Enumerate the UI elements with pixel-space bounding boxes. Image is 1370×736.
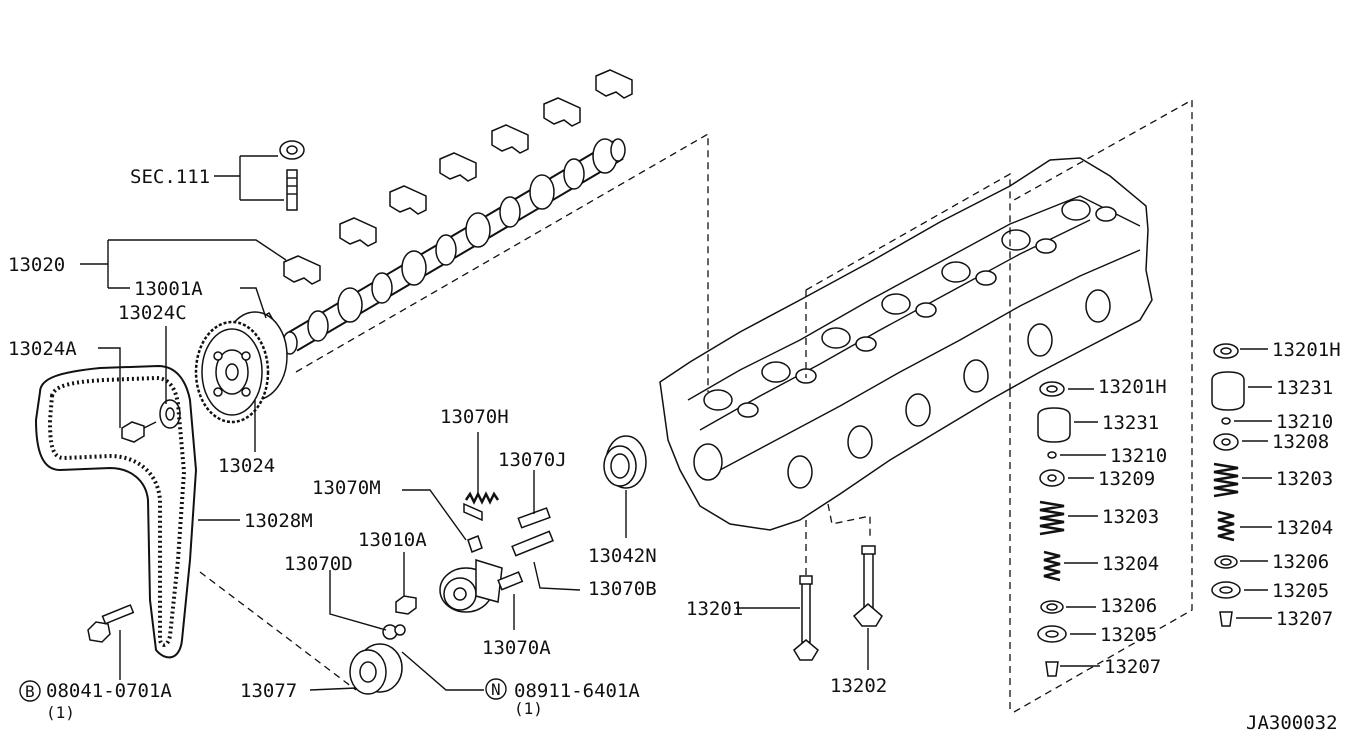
label-mid-13201H: 13201H <box>1098 376 1167 398</box>
label-13020: 13020 <box>8 254 65 276</box>
valve-train-column-middle <box>1037 381 1071 677</box>
leader-lines <box>80 155 1272 691</box>
label-mid-13210: 13210 <box>1110 445 1167 467</box>
bolt-circle-marker <box>19 680 41 702</box>
label-13077: 13077 <box>240 680 297 702</box>
valve-train-column-right <box>1211 343 1245 627</box>
label-right-13203: 13203 <box>1276 468 1333 490</box>
label-mid-13205: 13205 <box>1100 624 1157 646</box>
label-13042N: 13042N <box>588 545 657 567</box>
label-right-13205: 13205 <box>1272 580 1329 602</box>
cylinder-head <box>659 157 1153 531</box>
sprocket-bolt-and-washer <box>121 399 181 443</box>
label-nut-marker: N <box>491 680 501 699</box>
camshaft <box>282 138 626 355</box>
label-mid-13207: 13207 <box>1104 656 1161 678</box>
label-13024: 13024 <box>218 455 275 477</box>
label-right-13231: 13231 <box>1276 377 1333 399</box>
label-bolt-qty: (1) <box>46 703 75 722</box>
label-bolt-marker: B <box>25 682 35 701</box>
label-13201-valve: 13201 <box>686 598 743 620</box>
diagram-code: JA300032 <box>1246 712 1338 734</box>
label-nut-number: 08911-6401A <box>514 680 640 702</box>
tensioner-stud <box>497 507 554 591</box>
label-bolt-number: 08041-0701A <box>46 680 172 702</box>
label-13070J: 13070J <box>498 449 567 471</box>
label-13028M: 13028M <box>244 510 313 532</box>
nut-circle-marker <box>485 678 507 700</box>
label-13070D: 13070D <box>284 553 353 575</box>
label-sec111: SEC.111 <box>130 166 210 188</box>
label-right-13201H: 13201H <box>1272 339 1341 361</box>
tensioner-spring <box>464 491 500 505</box>
camshaft-sprocket <box>194 311 288 424</box>
label-13202: 13202 <box>830 675 887 697</box>
camshaft-oil-seal <box>603 435 647 489</box>
tensioner-assembly <box>439 502 503 613</box>
intake-valve <box>852 545 883 627</box>
label-mid-13204: 13204 <box>1102 553 1159 575</box>
belt-cover-bolt <box>87 604 135 643</box>
label-13070H: 13070H <box>440 406 509 428</box>
label-right-13208: 13208 <box>1272 431 1329 453</box>
timing-belt <box>34 364 198 659</box>
label-mid-13206: 13206 <box>1100 595 1157 617</box>
label-13070B: 13070B <box>588 578 657 600</box>
label-13010A: 13010A <box>358 529 427 551</box>
callout-labels: SEC.111 13020 13001A 13024C 13024A 13024… <box>8 166 1341 734</box>
label-13070A: 13070A <box>482 637 551 659</box>
label-right-13210: 13210 <box>1276 411 1333 433</box>
exhaust-valve <box>793 575 819 661</box>
tensioner-bolt-13010A <box>382 595 417 640</box>
label-13024A: 13024A <box>8 338 77 360</box>
label-13024C: 13024C <box>118 302 187 324</box>
label-13070M: 13070M <box>312 477 381 499</box>
label-13001A: 13001A <box>134 278 203 300</box>
phantom-lines <box>199 98 1193 713</box>
label-right-13204: 13204 <box>1276 517 1333 539</box>
label-mid-13203: 13203 <box>1102 506 1159 528</box>
label-mid-13209: 13209 <box>1098 468 1155 490</box>
sec111-nut-and-stud <box>279 140 305 211</box>
camshaft-bearing-caps <box>283 69 633 285</box>
idler-pulley <box>349 643 403 695</box>
label-right-13206: 13206 <box>1272 551 1329 573</box>
label-mid-13231: 13231 <box>1102 412 1159 434</box>
label-right-13207: 13207 <box>1276 608 1333 630</box>
label-nut-qty: (1) <box>514 699 543 718</box>
